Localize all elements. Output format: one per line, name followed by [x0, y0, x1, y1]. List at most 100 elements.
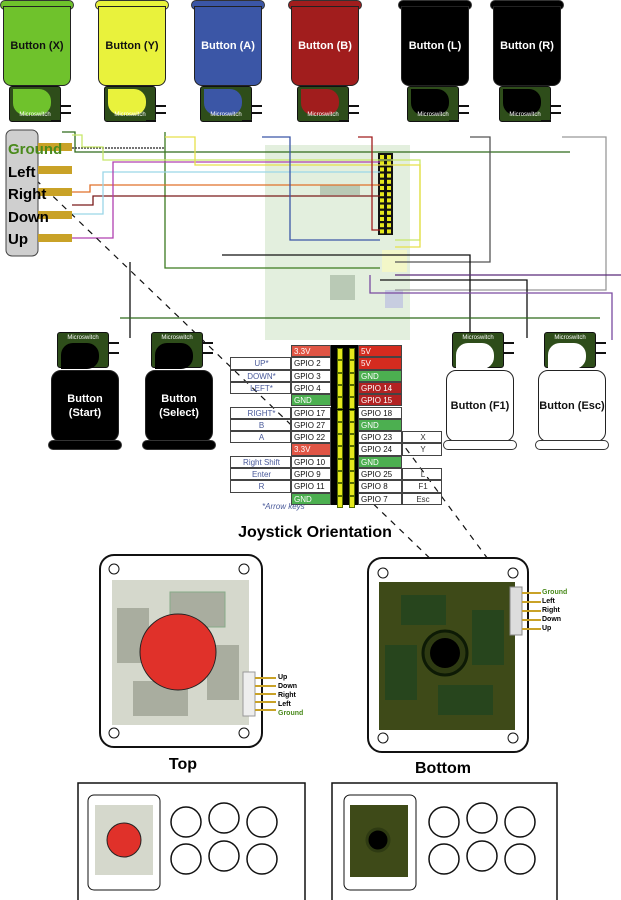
key-label: F1 [402, 480, 442, 493]
pin [551, 105, 561, 107]
header-pin [337, 446, 343, 459]
left-pin-name: GND [291, 394, 331, 407]
header-pin [387, 173, 391, 178]
connector-pin [38, 166, 72, 174]
microswitch-label: Microswitch [67, 335, 99, 341]
connector-pin [38, 211, 72, 219]
header-pin [349, 360, 355, 373]
left-pin-name: 3.3V [291, 345, 331, 358]
pin [504, 342, 514, 344]
header-pin [337, 384, 343, 398]
pin [242, 120, 252, 122]
header-pin [387, 179, 391, 184]
key-label: X [402, 431, 442, 444]
connector-pin [38, 143, 72, 151]
pin [449, 120, 459, 122]
microswitch-label: Microswitch [307, 112, 339, 118]
microswitch: Microswitch [151, 332, 203, 369]
key-label: L [402, 468, 442, 481]
header-pin [337, 495, 343, 508]
actuator [301, 89, 339, 115]
header-pin [380, 229, 384, 234]
header-pin [337, 372, 343, 385]
button-label: Button (Esc) [539, 400, 605, 412]
top-button-buttonx[interactable]: Button (X)Microswitch [0, 0, 74, 125]
button-hole [466, 840, 498, 872]
microswitch: Microswitch [200, 86, 252, 122]
pin [146, 120, 156, 122]
actuator [13, 89, 51, 115]
button-body: Button (F1) [446, 370, 514, 442]
pin-function-label: Right Shift [230, 455, 291, 468]
button-cap [443, 440, 517, 450]
button-cap [48, 440, 122, 450]
actuator [155, 343, 193, 369]
button-body: Button (Y) [98, 6, 166, 86]
top-button-buttonl[interactable]: Button (L)Microswitch [398, 0, 472, 125]
left-pin-name: GPIO 9 [291, 468, 331, 481]
header-pin [337, 471, 343, 484]
left-pin-name: GPIO 3 [291, 369, 331, 382]
header-pin [337, 421, 343, 435]
microswitch: Microswitch [57, 332, 109, 369]
button-label: Button (B) [298, 40, 352, 52]
right-pin-name: GPIO 8 [358, 480, 402, 493]
header-pin [380, 161, 384, 166]
header-pin [337, 483, 343, 496]
button-hole [466, 802, 498, 834]
header-pin [380, 204, 384, 209]
top-button-buttonr[interactable]: Button (R) Microswitch [490, 0, 564, 125]
pin-label: Up [542, 625, 552, 632]
button-hole [504, 843, 536, 875]
pin-function-label: LEFT* [230, 381, 291, 395]
button-label: Button (A) [201, 40, 255, 52]
bottom-view-label: Bottom [415, 760, 471, 777]
key-label: Y [402, 443, 442, 456]
button-label: Button (Select) [159, 393, 199, 419]
header-pin [349, 458, 355, 471]
pin-label: Down [542, 616, 562, 623]
pin-label: Ground [542, 589, 568, 596]
button-hole [428, 806, 460, 838]
actuator [503, 89, 541, 115]
right-pin-name: GPIO 15 [358, 394, 402, 407]
microswitch-label: Microswitch [509, 112, 541, 118]
microswitch-label: Microswitch [161, 335, 193, 341]
header-pin [349, 495, 355, 508]
microswitch: Microswitch [499, 86, 551, 122]
pin [203, 352, 213, 354]
top-button-buttony[interactable]: Button (Y)Microswitch [95, 0, 169, 125]
actuator [108, 89, 146, 115]
microswitch: Microswitch [9, 86, 61, 122]
pin [596, 352, 606, 354]
pin [339, 120, 349, 122]
pin [51, 120, 61, 122]
header-pin [380, 173, 384, 178]
left-pin-name: GPIO 2 [291, 357, 331, 370]
header-pin [387, 210, 391, 215]
microswitch-label: Microswitch [210, 112, 242, 118]
left-pin-name: GPIO 27 [291, 418, 331, 432]
button-body: Button (Esc) [538, 370, 606, 442]
microswitch: Microswitch [452, 332, 504, 369]
button-label: Button (R) [500, 40, 554, 52]
pin [349, 112, 359, 114]
header-pin [387, 192, 391, 197]
button-hole [208, 840, 240, 872]
header-pin [380, 167, 384, 172]
button-hole [208, 802, 240, 834]
top-joystick-pin-labels: Up Down Right Left Ground [278, 673, 303, 718]
pin [459, 112, 469, 114]
header-pin [387, 161, 391, 166]
pin-function-label: DOWN* [230, 369, 291, 382]
top-button-buttona[interactable]: Button (A) Microswitch [191, 0, 265, 125]
left-pin-name: GPIO 11 [291, 480, 331, 493]
button-body: Button (A) [194, 6, 262, 86]
top-button-buttonb[interactable]: Button (B) Microswitch [288, 0, 362, 125]
